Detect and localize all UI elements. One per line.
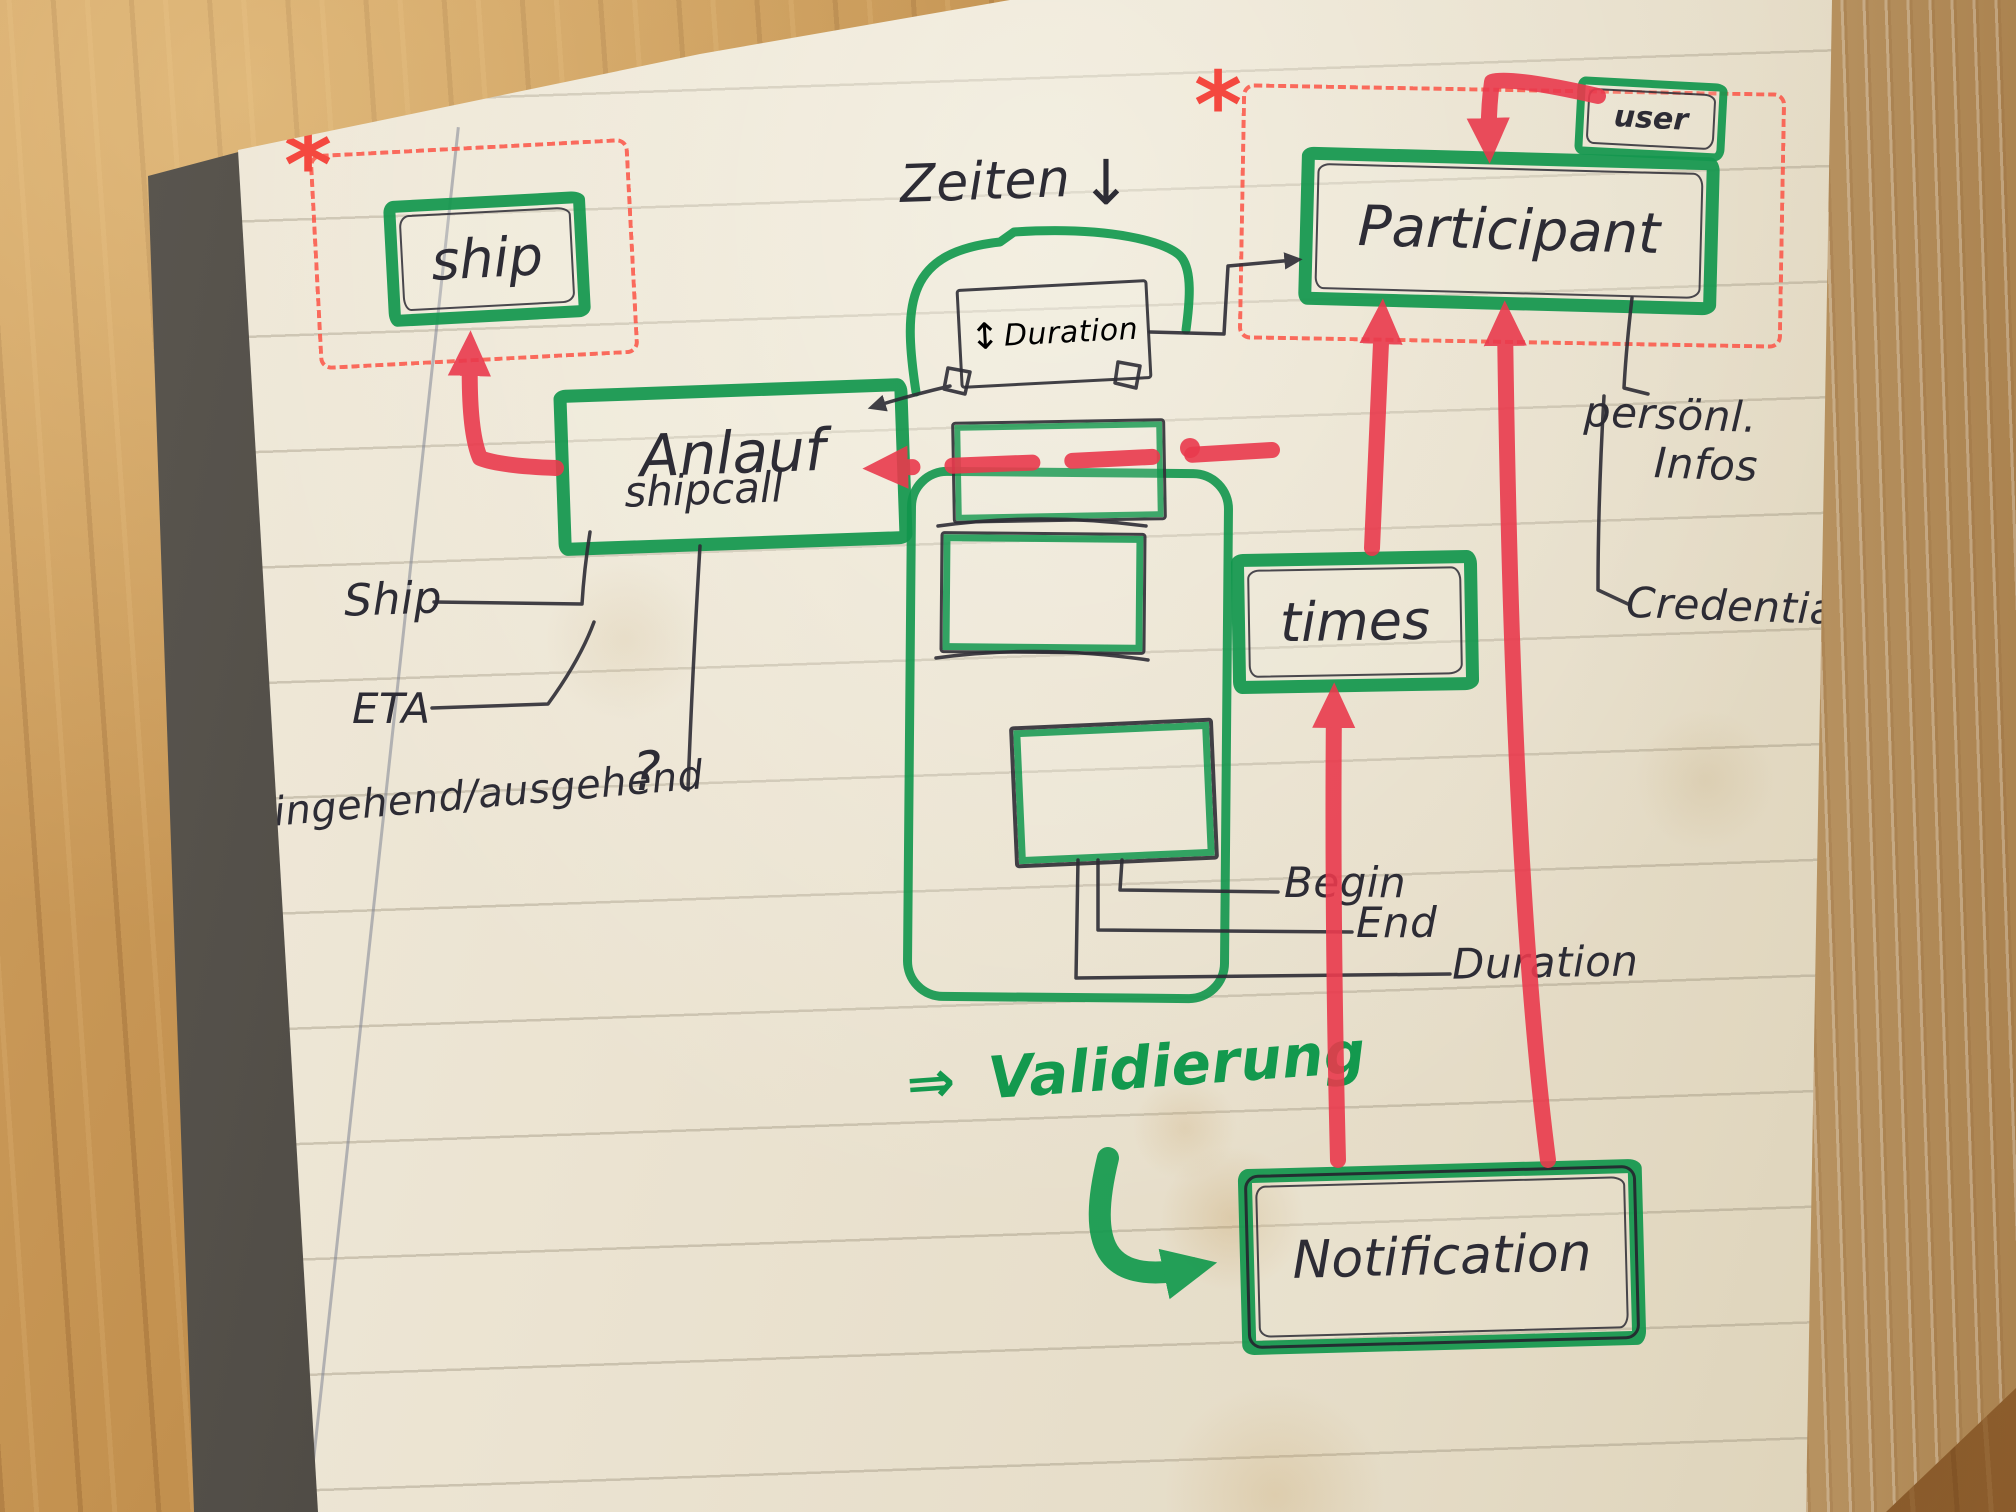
ship-attribute: Ship	[343, 572, 443, 627]
time-slot-box-2	[939, 531, 1147, 655]
persoenl-infos-line1: persönl.	[1583, 386, 1758, 443]
red-arrow-notification-to-participant	[1483, 300, 1556, 1168]
red-arrow-notification-to-times	[1312, 682, 1356, 1168]
anlauf-sublabel: shipcall	[623, 462, 785, 517]
eta-attribute: ETA	[352, 684, 431, 733]
participant-entity-box: Participant	[1298, 146, 1720, 316]
participant-label: Participant	[1357, 194, 1661, 267]
red-arrow-anlauf-to-ship	[447, 330, 564, 476]
anlauf-entity-box: Anlauf shipcall	[553, 377, 913, 557]
question-mark: ?	[632, 740, 662, 803]
validierung-label: Validierung	[985, 1018, 1368, 1113]
duration-updown-arrow: ↕	[968, 315, 1002, 359]
red-dot	[1180, 438, 1200, 458]
user-entity-box: user	[1574, 76, 1728, 162]
zeiten-down-arrow: ↓	[1080, 146, 1133, 219]
validierung-arrow: ⇒	[904, 1046, 958, 1118]
green-curved-arrow-to-notification	[1088, 1147, 1218, 1300]
time-slot-box-3	[1009, 717, 1219, 869]
duration-attribute: Duration	[1451, 936, 1639, 989]
line-anlauf-to-eta	[430, 620, 596, 710]
ship-entity-box: ship	[382, 190, 592, 328]
red-arrow-times-to-participant	[1359, 298, 1403, 556]
duration-box: ↕ Duration	[955, 279, 1153, 389]
end-attribute: End	[1356, 898, 1438, 947]
validierung-annotation: ⇒ Validierung	[904, 1018, 1368, 1118]
ship-label: ship	[429, 224, 545, 293]
zeiten-heading: Zeiten	[899, 149, 1072, 215]
times-label: times	[1279, 588, 1431, 655]
duration-label: Duration	[1003, 311, 1140, 354]
persoenl-infos-line2: Infos	[1653, 438, 1759, 491]
time-slot-box-1	[951, 418, 1167, 524]
asterisk-right: *	[1194, 52, 1243, 159]
user-label: user	[1612, 99, 1690, 138]
notification-label: Notification	[1291, 1223, 1593, 1291]
notification-entity-box: Notification	[1237, 1158, 1647, 1356]
times-entity-box: times	[1230, 549, 1480, 695]
